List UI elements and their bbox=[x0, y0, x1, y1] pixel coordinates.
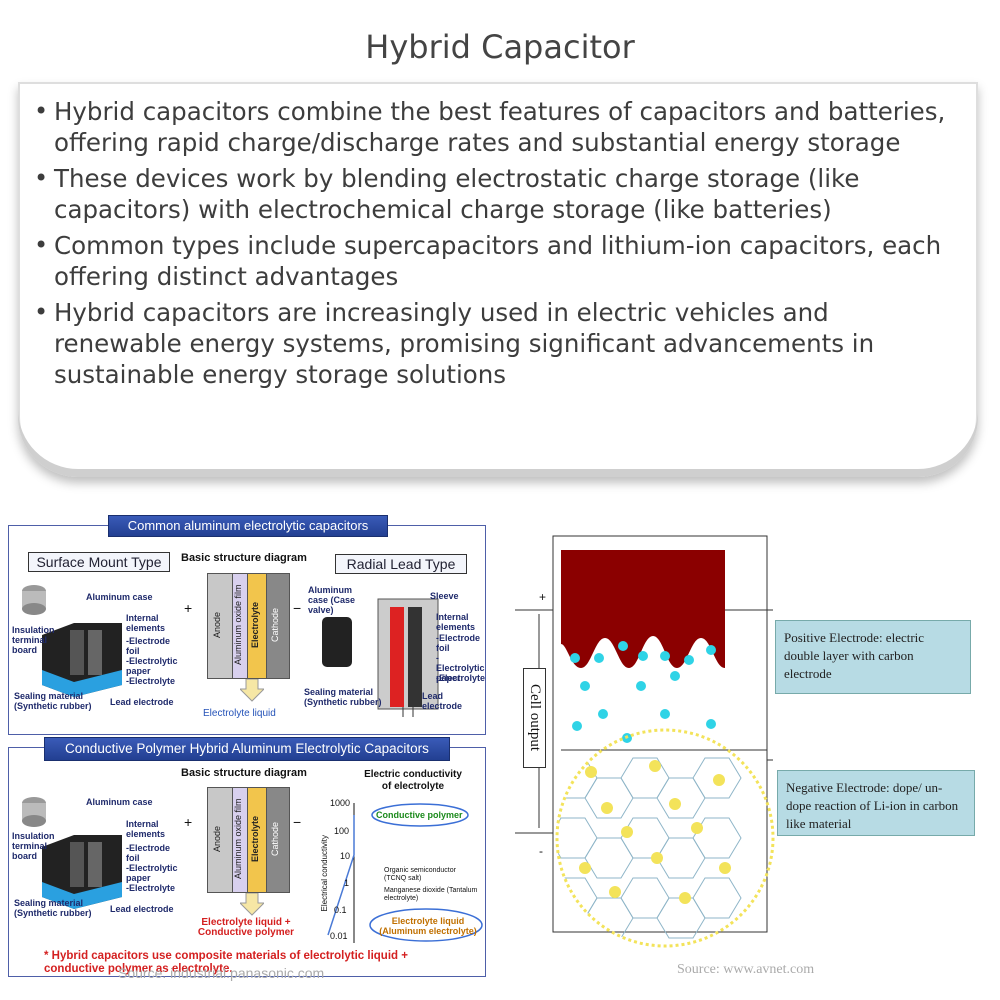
cell-diagram bbox=[515, 535, 775, 948]
manganese-label: Manganese dioxide (Tantalum electrolyte) bbox=[384, 887, 478, 902]
aluminum-case-label: Aluminum case bbox=[86, 592, 153, 602]
insulation-board-label: Insulation terminal board bbox=[12, 625, 55, 655]
radial-sealing-label: Sealing material (Synthetic rubber) bbox=[304, 687, 382, 707]
hybrid-cathode-label: Cathode bbox=[270, 821, 280, 857]
hybrid-capacitor-header: Conductive Polymer Hybrid Aluminum Elect… bbox=[44, 737, 450, 761]
bullet-marker: • bbox=[34, 231, 49, 259]
left-source: Source: industrial.panasonic.com bbox=[118, 965, 325, 981]
hybrid-aluminum-case-label: Aluminum case bbox=[86, 797, 153, 807]
plus-sign: + bbox=[184, 600, 193, 616]
hybrid-surface-drawing bbox=[22, 797, 122, 909]
hybrid-electrolyte-label: -Electrolyte bbox=[126, 883, 176, 893]
oxide-layer-label: Aluminum oxide film bbox=[233, 584, 243, 666]
hybrid-minus-sign: − bbox=[293, 814, 302, 830]
mix-electrolyte-label: Electrolyte liquid + Conductive polymer bbox=[197, 917, 295, 938]
bullet-marker: • bbox=[34, 164, 49, 192]
hybrid-cell-figure: + - Cell output Positive Electrode: elec… bbox=[515, 528, 995, 988]
right-source: Source: www.avnet.com bbox=[677, 962, 815, 977]
cell-plus-sign: + bbox=[539, 590, 547, 604]
cell-output-label: Cell output bbox=[523, 668, 546, 768]
bullet-marker: • bbox=[34, 298, 49, 326]
bullet-item: •Hybrid capacitors combine the best feat… bbox=[32, 96, 962, 158]
hybrid-anode-label: Anode bbox=[212, 825, 222, 853]
bullet-text: Hybrid capacitors combine the best featu… bbox=[54, 97, 946, 157]
electrolyte-liquid-al-label: Electrolyte liquid (Aluminum electrolyte… bbox=[379, 916, 477, 936]
cathode-layer-label: Cathode bbox=[270, 607, 280, 643]
cell-minus-sign: - bbox=[539, 844, 543, 858]
minus-sign: − bbox=[293, 600, 302, 616]
bullet-marker: • bbox=[34, 97, 49, 125]
down-arrow-icon bbox=[240, 679, 264, 702]
tick-0.01: 0.01 bbox=[330, 931, 348, 941]
electrolyte-liquid-label: Electrolyte liquid bbox=[203, 708, 276, 719]
internal-elements-label: Internal elements bbox=[126, 613, 166, 633]
electrolytic-paper-label: -Electrolytic paper bbox=[126, 656, 178, 676]
surface-mount-drawing bbox=[22, 585, 122, 697]
bullet-card bbox=[18, 82, 978, 477]
radial-lead-drawing bbox=[322, 598, 439, 717]
hybrid-electrolyte-layer-label: Electrolyte bbox=[250, 815, 260, 863]
radial-paper-label: -Electrolytic paper bbox=[436, 653, 485, 683]
bullet-list: •Hybrid capacitors combine the best feat… bbox=[32, 96, 962, 395]
hybrid-sealing-label: Sealing material (Synthetic rubber) bbox=[14, 898, 92, 918]
hybrid-foil-label: -Electrode foil bbox=[126, 843, 171, 863]
conductive-polymer-label: Conductive polymer bbox=[376, 810, 463, 820]
hybrid-paper-label: -Electrolytic paper bbox=[126, 863, 178, 883]
aluminum-capacitor-figure: Common aluminum electrolytic capacitors … bbox=[8, 515, 486, 981]
tick-1: 1 bbox=[344, 878, 350, 888]
surface-mount-tag: Surface Mount Type bbox=[28, 552, 170, 572]
tick-100: 100 bbox=[334, 826, 350, 836]
electrode-foil-label: -Electrode foil bbox=[126, 636, 171, 656]
lead-electrode-label: Lead electrode bbox=[110, 697, 174, 707]
hybrid-cathode-layer bbox=[266, 787, 290, 893]
tick-10: 10 bbox=[340, 851, 351, 861]
bullet-text: Common types include supercapacitors and… bbox=[54, 231, 942, 291]
sealing-material-label: Sealing material (Synthetic rubber) bbox=[14, 691, 92, 711]
bullet-item: •Common types include supercapacitors an… bbox=[32, 230, 962, 292]
aluminum-case-valve-label: Aluminum case (Case valve) bbox=[308, 585, 356, 615]
radial-internal-label: Internal elements bbox=[436, 612, 476, 632]
tick-1000: 1000 bbox=[330, 798, 351, 808]
radial-electrolyte-label: -Electrolyte bbox=[436, 673, 486, 683]
hybrid-plus-sign: + bbox=[184, 814, 193, 830]
conductivity-chart bbox=[327, 803, 483, 943]
bullet-item: •These devices work by blending electros… bbox=[32, 163, 962, 225]
hybrid-basic-structure-label: Basic structure diagram bbox=[181, 767, 307, 779]
hybrid-lead-label: Lead electrode bbox=[110, 904, 174, 914]
anode-layer-label: Anode bbox=[212, 611, 222, 639]
organic-semiconductor-label: Organic semiconductor (TCNQ salt) bbox=[384, 867, 456, 882]
tick-0.1: 0.1 bbox=[334, 905, 347, 915]
bullet-text: These devices work by blending electrost… bbox=[54, 164, 860, 224]
page-title: Hybrid Capacitor bbox=[365, 28, 635, 66]
y-axis-label: Electrical conductivity bbox=[320, 835, 329, 912]
hybrid-oxide-label: Aluminum oxide film bbox=[233, 798, 243, 880]
hybrid-insulation-label: Insulation terminal board bbox=[12, 831, 55, 861]
bullet-item: •Hybrid capacitors are increasingly used… bbox=[32, 297, 962, 390]
radial-lead-tag: Radial Lead Type bbox=[335, 554, 467, 574]
hybrid-down-arrow-icon bbox=[240, 893, 264, 916]
radial-lead-label: Lead electrode bbox=[422, 691, 463, 711]
hybrid-internal-label: Internal elements bbox=[126, 819, 166, 839]
electrolyte-label: -Electrolyte bbox=[126, 676, 176, 686]
common-capacitor-header: Common aluminum electrolytic capacitors bbox=[108, 515, 388, 537]
conductivity-title: Electric conductivity of electrolyte bbox=[364, 769, 462, 792]
sleeve-label: Sleeve bbox=[430, 591, 459, 601]
negative-electrode-note: Negative Electrode: dope/ un-dope reacti… bbox=[777, 770, 975, 836]
basic-structure-label: Basic structure diagram bbox=[181, 552, 307, 564]
bullet-text: Hybrid capacitors are increasingly used … bbox=[54, 298, 875, 389]
footnote: * Hybrid capacitors use composite materi… bbox=[44, 950, 408, 975]
electrolyte-layer-label: Electrolyte bbox=[250, 601, 260, 649]
positive-electrode-note: Positive Electrode: electric double laye… bbox=[775, 620, 971, 694]
cathode-layer bbox=[266, 573, 290, 679]
radial-foil-label: -Electrode foil bbox=[436, 633, 481, 653]
